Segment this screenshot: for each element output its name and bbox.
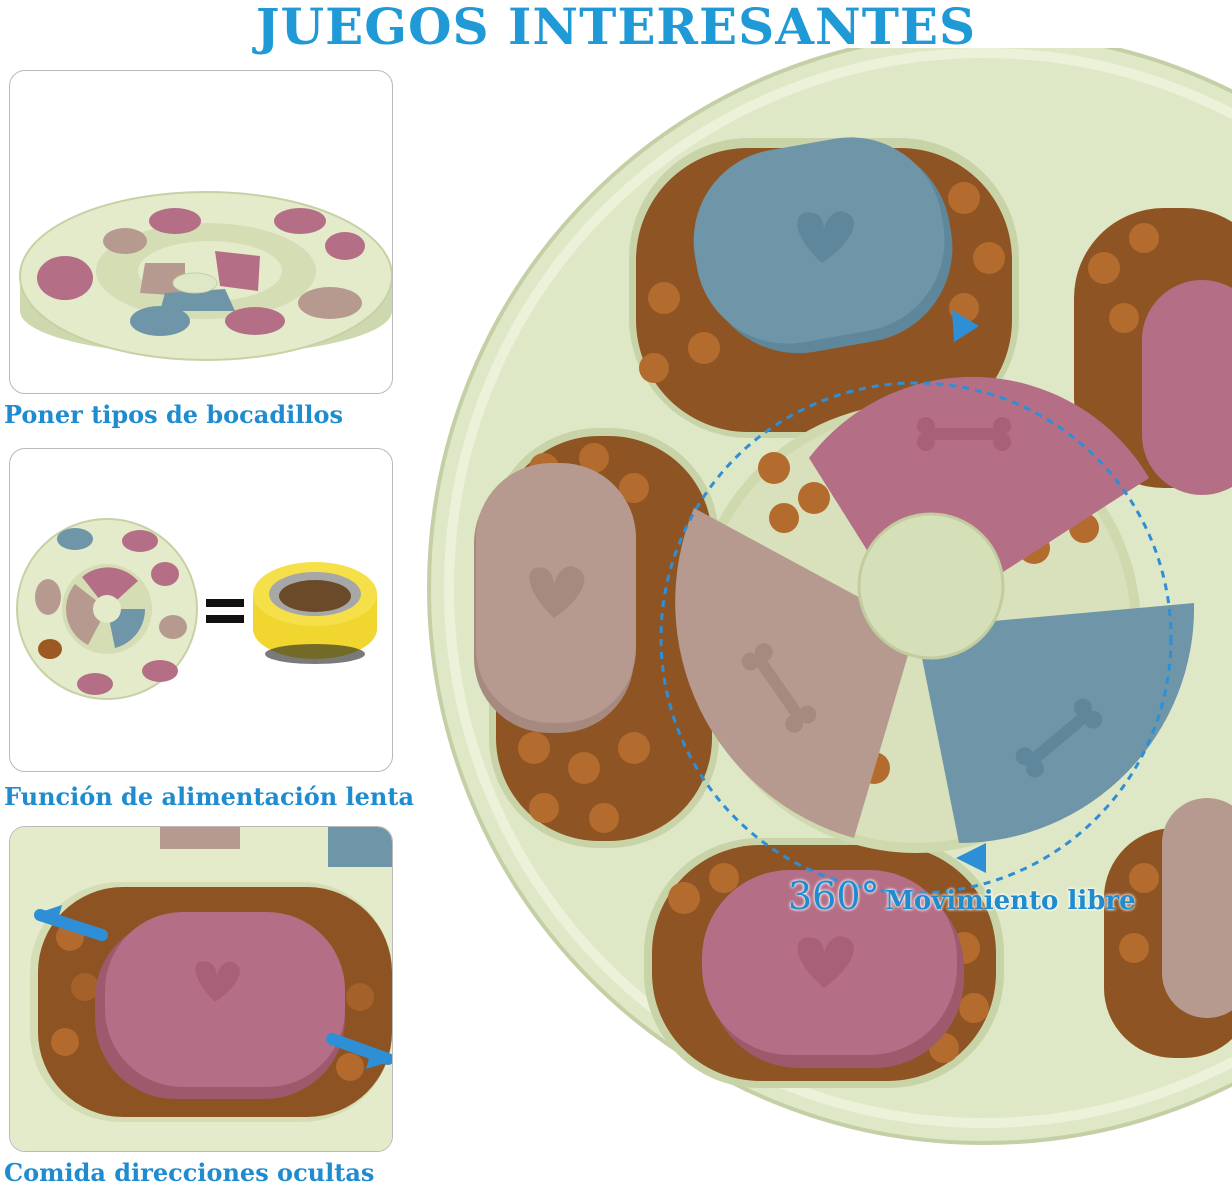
panel-side-view bbox=[9, 70, 393, 394]
feeder-side-view-illustration bbox=[19, 191, 392, 361]
hidden-food-closeup-illustration bbox=[10, 827, 392, 1151]
feeder-vs-bowl-illustration bbox=[16, 518, 377, 700]
caption-snacks: Poner tipos de bocadillos bbox=[4, 400, 343, 429]
rotation-text: Movimiento libre bbox=[885, 886, 1136, 916]
main-feeder-image bbox=[404, 48, 1232, 1187]
page-title: JUEGOS INTERESANTES bbox=[255, 0, 977, 56]
rotation-label: 360° Movimiento libre bbox=[788, 874, 1136, 918]
caption-slow-feeding: Función de alimentación lenta bbox=[4, 782, 415, 811]
caption-hidden-food: Comida direcciones ocultas bbox=[4, 1158, 375, 1187]
panel-hidden-food bbox=[9, 826, 393, 1152]
feeder-top-view-illustration bbox=[427, 48, 1232, 1145]
rotation-degrees: 360° bbox=[788, 874, 880, 918]
panel-slow-feeding bbox=[9, 448, 393, 772]
